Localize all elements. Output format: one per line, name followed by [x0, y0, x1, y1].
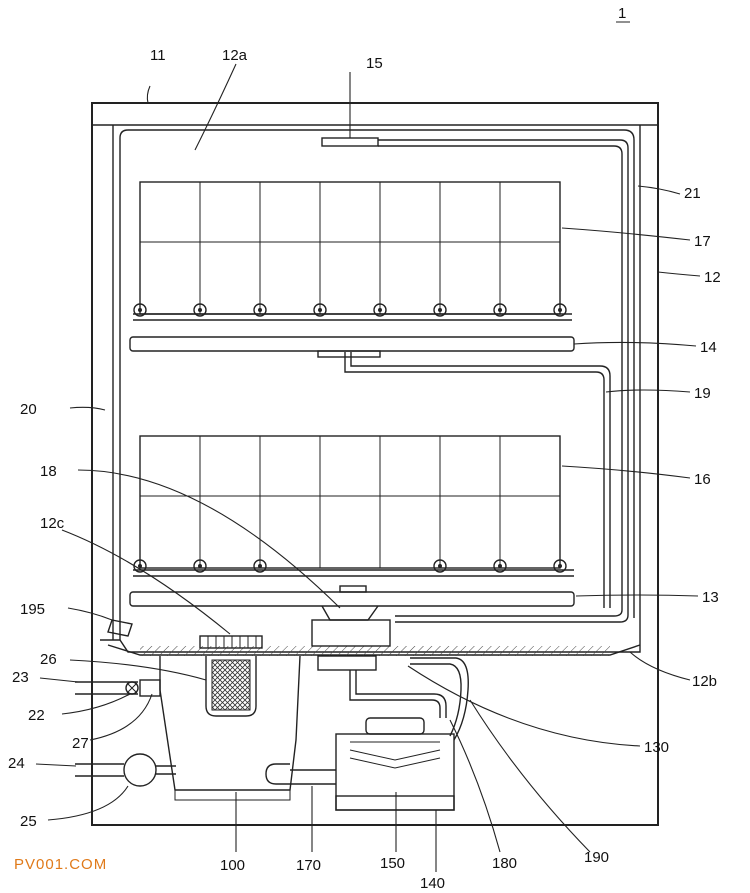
- label-14: 14: [700, 339, 717, 356]
- upper-rack: [133, 181, 572, 321]
- label-20: 20: [20, 401, 37, 418]
- connecting-pipe: [265, 763, 336, 785]
- label-15: 15: [366, 55, 383, 72]
- label-22: 22: [28, 707, 45, 724]
- label-19: 19: [694, 385, 711, 402]
- label-25: 25: [20, 813, 37, 830]
- tub: [100, 129, 641, 656]
- label-195: 195: [20, 601, 45, 618]
- label-130: 130: [644, 739, 669, 756]
- top-nozzle: [321, 137, 379, 147]
- label-24: 24: [8, 755, 25, 772]
- supply-pipes: [344, 139, 629, 623]
- label-11: 11: [150, 47, 166, 64]
- steam-generator: [335, 717, 455, 811]
- label-150: 150: [380, 855, 405, 872]
- label-12c: 12c: [40, 515, 65, 532]
- label-140: 140: [420, 875, 445, 892]
- label-180: 180: [492, 855, 517, 872]
- label-26: 26: [40, 651, 57, 668]
- reference-labels: 11 12a 15 21 17 12 14 19 20 16 18 12c 19…: [8, 47, 721, 892]
- label-12a: 12a: [222, 47, 248, 64]
- label-12b: 12b: [692, 673, 717, 690]
- middle-spray-arm: [129, 336, 575, 352]
- label-16: 16: [694, 471, 711, 488]
- label-13: 13: [702, 589, 719, 606]
- label-17: 17: [694, 233, 711, 250]
- drain-pump: [75, 753, 176, 787]
- watermark: PV001.COM: [14, 856, 108, 873]
- label-170: 170: [296, 857, 321, 874]
- figure-number: 1: [618, 5, 626, 22]
- filter: [199, 635, 263, 717]
- label-190: 190: [584, 849, 609, 866]
- label-21: 21: [684, 185, 701, 202]
- cabinet: [91, 102, 659, 826]
- label-12: 12: [704, 269, 721, 286]
- lower-spray-arm: [129, 591, 575, 607]
- label-100: 100: [220, 857, 245, 874]
- label-27: 27: [72, 735, 89, 752]
- leader-lines: [35, 63, 701, 872]
- label-18: 18: [40, 463, 57, 480]
- lower-rack: [133, 435, 574, 577]
- distributor: [311, 605, 391, 671]
- label-23: 23: [12, 669, 29, 686]
- inlet-valve: [75, 679, 161, 697]
